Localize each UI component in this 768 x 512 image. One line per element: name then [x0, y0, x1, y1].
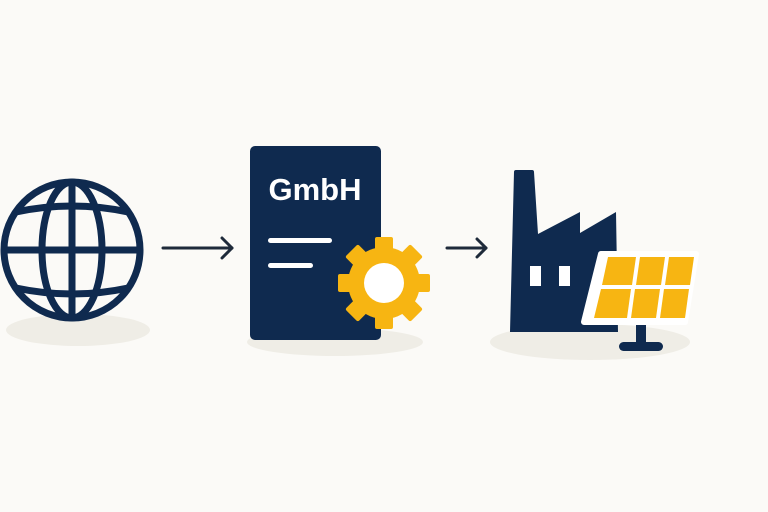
arrow-right-icon [161, 236, 234, 260]
factory-window [530, 266, 541, 286]
gear-icon [338, 237, 430, 329]
arrow-right-icon [445, 237, 488, 259]
solar-panel-icon [581, 251, 699, 351]
globe-icon [0, 178, 144, 322]
text-line [268, 238, 332, 243]
globe-shadow [6, 314, 150, 346]
document-label: GmbH [269, 172, 362, 207]
factory-window [559, 266, 570, 286]
text-line [268, 263, 313, 268]
